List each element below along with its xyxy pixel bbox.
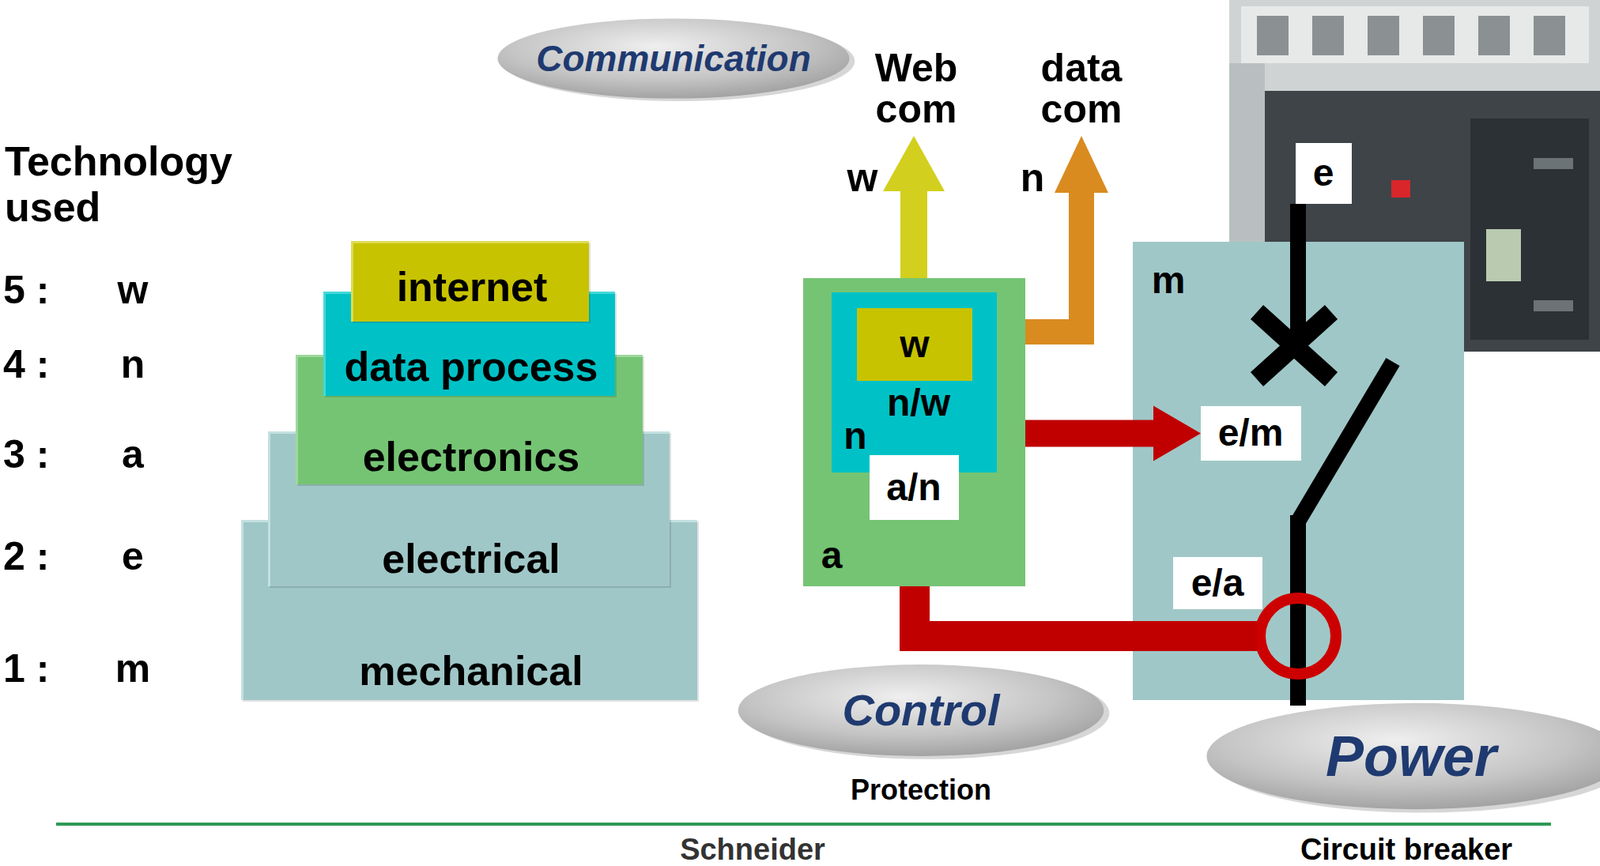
node-label: Power [1325,724,1497,790]
node-caption: Protection [850,773,992,807]
sensor-box: e/a [1173,557,1263,610]
output-label: Web com [856,47,976,130]
node-label: e/m [1218,411,1284,455]
control-arrow [1025,406,1201,462]
processor-block: n/w n w [831,292,997,473]
level-number: 5 : [3,267,50,314]
brand-name: Schneider [679,833,826,866]
footer-rule [56,822,1551,827]
caption-label: Circuit breaker [1300,833,1513,866]
electronics-unit: a n/w n w a/n [803,278,1026,587]
node-label: w [899,322,929,367]
node-label: electronics [362,433,581,482]
category-ellipse: Power [1202,698,1600,815]
arrow-letter: n [1020,155,1046,202]
interface-box: a/n [869,455,959,521]
level-number: 4 : [3,342,50,389]
web-block: w [856,308,973,382]
node-label: Control [841,685,1000,736]
node-label: a [821,533,843,578]
category-ellipse: Communication [494,15,853,102]
node-label: a/n [886,465,941,510]
node-label: data process [344,343,599,392]
heading: Technology used [4,138,266,231]
actuator-box: e/m [1200,406,1302,461]
node-label: e/a [1191,561,1245,605]
node-label: electrical [381,535,561,584]
mechanism-panel: m e/m e/a [1132,241,1465,701]
level-letter: n [120,342,146,389]
node-label: n [843,414,867,458]
level-number: 3 : [3,432,50,479]
terminal-box: e [1295,143,1352,204]
node-label: mechanical [358,648,583,696]
arrow-letter: w [847,155,879,202]
current-sensor-ring [1260,598,1336,675]
level-letter: m [115,646,151,693]
output-label: data com [1022,47,1141,130]
level-letter: a [121,432,144,479]
level-letter: e [121,534,144,581]
layer-band: internet [350,241,589,322]
level-number: 1 : [3,646,50,693]
node-label: n/w [886,381,951,425]
node-label: e [1313,150,1335,195]
level-number: 2 : [3,534,50,581]
category-ellipse: ControlProtection [734,660,1108,761]
level-letter: w [117,267,149,314]
node-label: internet [396,264,548,312]
node-label: Communication [535,37,812,80]
node-label: m [1151,258,1186,302]
